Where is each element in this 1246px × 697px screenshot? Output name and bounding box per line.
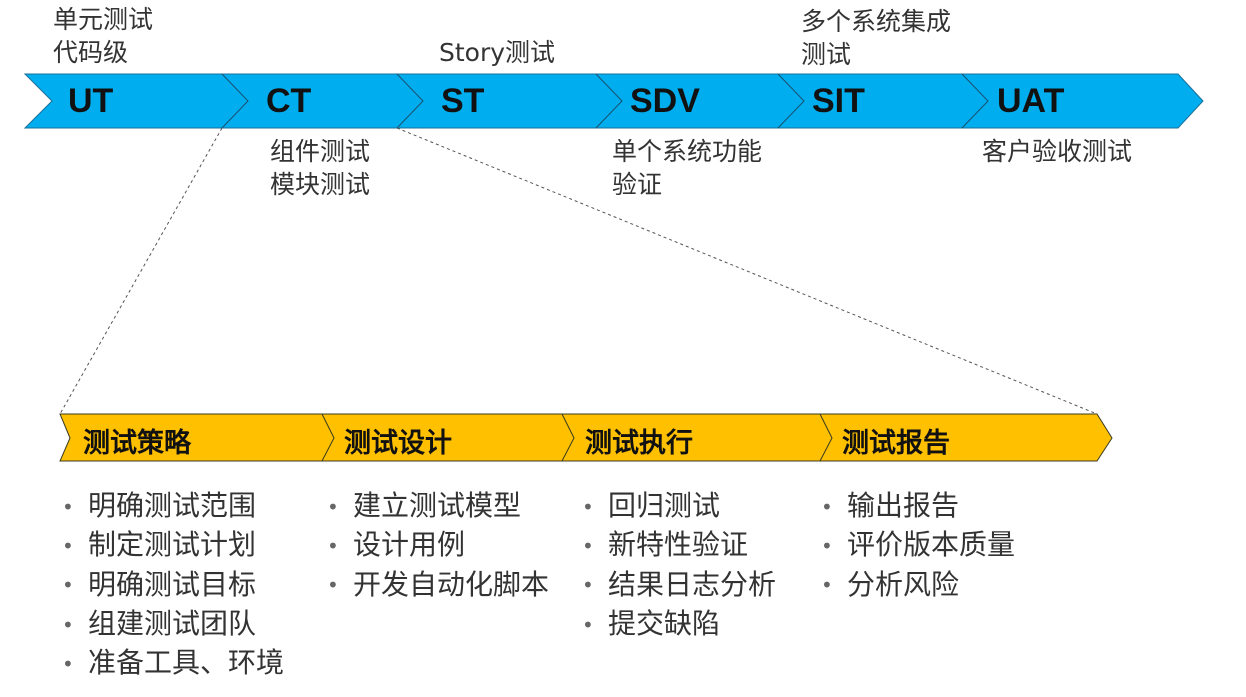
stage-uat: UAT — [997, 82, 1065, 120]
list-item: 回归测试 — [582, 487, 776, 526]
list-item: 明确测试目标 — [62, 566, 284, 605]
zoom-dashed-line-right — [396, 127, 1098, 415]
list-item: 评价版本质量 — [821, 526, 1015, 565]
list-item: 提交缺陷 — [582, 605, 776, 644]
list-item: 新特性验证 — [582, 526, 776, 565]
stage-st-desc: Story测试 — [439, 38, 556, 67]
list-item: 分析风险 — [821, 566, 1015, 605]
list-item: 开发自动化脚本 — [327, 566, 549, 605]
stage-ut-desc: 单元测试代码级 — [53, 5, 154, 67]
stage-st: ST — [441, 82, 485, 120]
stage-ct-desc: 组件测试模块测试 — [270, 137, 371, 199]
stage-dividers — [221, 73, 989, 129]
phase-strategy-list: 明确测试范围 制定测试计划 明确测试目标 组建测试团队 准备工具、环境 — [62, 487, 284, 683]
stage-sdv: SDV — [630, 82, 700, 120]
list-item: 明确测试范围 — [62, 487, 284, 526]
list-item: 设计用例 — [327, 526, 549, 565]
stage-ct: CT — [266, 82, 312, 120]
phase-dividers — [321, 413, 833, 462]
stage-arrow-bar — [23, 73, 1204, 129]
stage-sit-desc: 多个系统集成测试 — [801, 7, 952, 69]
list-item: 准备工具、环境 — [62, 644, 284, 683]
phase-report-list: 输出报告 评价版本质量 分析风险 — [821, 487, 1015, 605]
stage-ut: UT — [68, 82, 114, 120]
phase-design: 测试设计 — [344, 428, 452, 459]
stage-uat-desc: 客户验收测试 — [982, 137, 1133, 166]
zoom-dashed-line-left — [59, 127, 223, 415]
phase-execution-list: 回归测试 新特性验证 结果日志分析 提交缺陷 — [582, 487, 776, 644]
phase-design-list: 建立测试模型 设计用例 开发自动化脚本 — [327, 487, 549, 605]
phase-arrow-bar — [59, 413, 1113, 462]
list-item: 组建测试团队 — [62, 605, 284, 644]
list-item: 输出报告 — [821, 487, 1015, 526]
list-item: 结果日志分析 — [582, 566, 776, 605]
stage-sit: SIT — [812, 82, 865, 120]
list-item: 建立测试模型 — [327, 487, 549, 526]
list-item: 制定测试计划 — [62, 526, 284, 565]
stage-sdv-desc: 单个系统功能验证 — [612, 137, 763, 199]
phase-report: 测试报告 — [842, 428, 950, 459]
phase-execution: 测试执行 — [585, 428, 693, 459]
phase-strategy: 测试策略 — [83, 428, 191, 459]
